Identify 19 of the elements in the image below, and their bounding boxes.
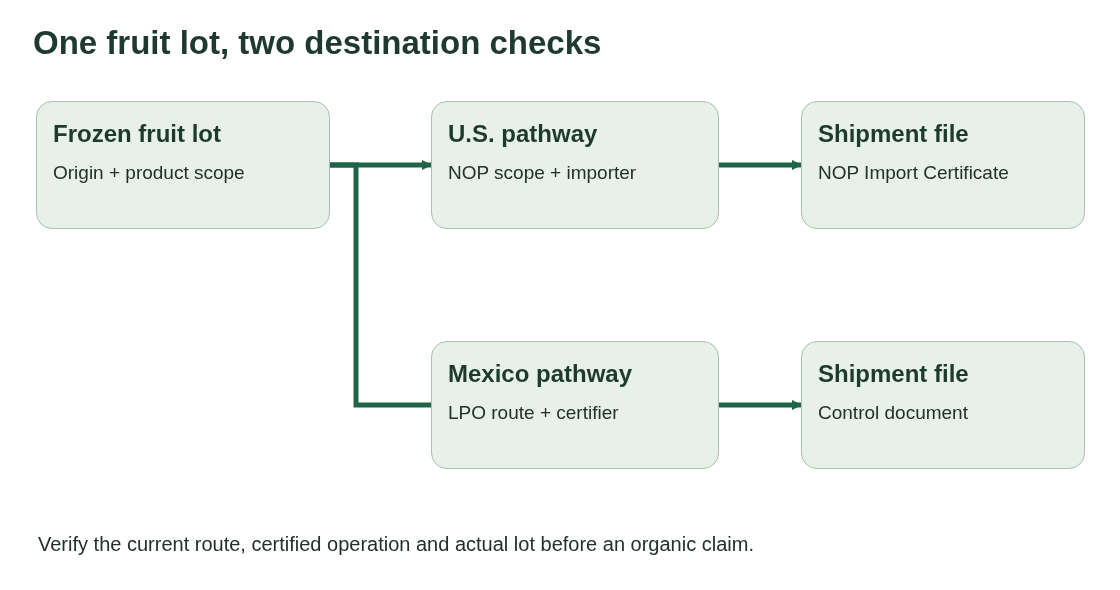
box-heading: Shipment file bbox=[818, 360, 970, 388]
box-text: Control document bbox=[818, 402, 969, 424]
process-box bbox=[36, 101, 330, 229]
box-text: NOP scope + importer bbox=[448, 162, 638, 184]
process-box bbox=[431, 101, 719, 229]
box-heading: Mexico pathway bbox=[448, 360, 634, 388]
process-box bbox=[801, 101, 1085, 229]
process-box bbox=[801, 341, 1085, 469]
box-heading: Frozen fruit lot bbox=[53, 120, 222, 148]
box-text: Origin + product scope bbox=[53, 162, 246, 184]
diagram-title: One fruit lot, two destination checks bbox=[33, 24, 602, 62]
box-heading: U.S. pathway bbox=[448, 120, 599, 148]
caption: Verify the current route, certified operation and actual lot before an organic claim. bbox=[38, 533, 754, 556]
box-heading: Shipment file bbox=[818, 120, 970, 148]
box-text: NOP Import Certificate bbox=[818, 162, 1010, 184]
process-box bbox=[431, 341, 719, 469]
box-text: LPO route + certifier bbox=[448, 402, 620, 424]
arrow bbox=[719, 160, 802, 170]
arrow bbox=[719, 400, 802, 410]
